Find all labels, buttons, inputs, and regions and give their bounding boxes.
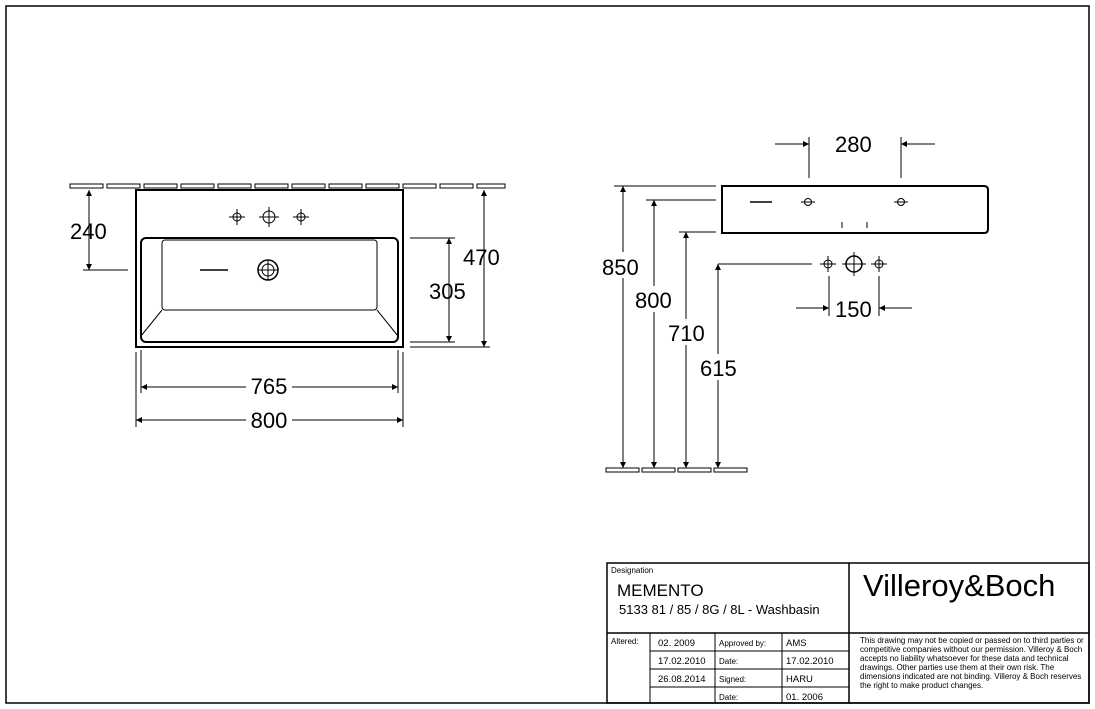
date-label: Date: [719, 657, 739, 666]
altered-date-3: 26.08.2014 [658, 674, 706, 685]
dim-615-label: 615 [700, 356, 737, 381]
waste-hole-left-icon [820, 256, 836, 272]
dim-150-label: 150 [835, 297, 872, 322]
signed-value: HARU [786, 674, 813, 685]
date-value-2: 01. 2006 [786, 692, 823, 703]
waste-hole-center-icon [842, 252, 866, 276]
side-view [605, 137, 989, 473]
tap-hole-center-icon [259, 207, 279, 227]
dim-710-label: 710 [668, 321, 705, 346]
product-description: 5133 81 / 85 / 8G / 8L - Washbasin [619, 602, 820, 617]
floor-line [605, 467, 748, 473]
basin-outline [135, 189, 404, 348]
wall-line [69, 183, 506, 189]
drain-icon [257, 259, 279, 281]
brand-logo: Villeroy&Boch [863, 568, 1056, 603]
dim-305-label: 305 [429, 279, 466, 304]
approved-by-value: AMS [786, 638, 807, 649]
disclaimer-text: This drawing may not be copied or passed… [860, 636, 1084, 690]
dim-280-label: 280 [835, 132, 872, 157]
waste-hole-right-icon [871, 256, 887, 272]
product-name: MEMENTO [617, 581, 704, 600]
date-label-2: Date: [719, 693, 739, 702]
date-value: 17.02.2010 [786, 656, 834, 667]
dim-240-label: 240 [70, 219, 107, 244]
dim-800-label: 800 [251, 408, 288, 433]
altered-date-2: 17.02.2010 [658, 656, 706, 667]
dim-850-label: 850 [602, 255, 639, 280]
drawing-frame [5, 5, 1090, 704]
front-view [69, 183, 506, 427]
tap-hole-right-icon [894, 198, 908, 206]
dim-470-label: 470 [463, 245, 500, 270]
altered-date-1: 02. 2009 [658, 638, 695, 649]
tap-hole-left-icon [229, 209, 245, 225]
basin-top-outline [721, 185, 989, 234]
title-block [606, 562, 1090, 704]
dim-765-label: 765 [251, 374, 288, 399]
tap-hole-right-icon [293, 209, 309, 225]
dim-800-label: 800 [635, 288, 672, 313]
tap-hole-left-icon [801, 198, 815, 206]
bowl-inner [161, 239, 378, 311]
signed-label: Signed: [719, 675, 747, 684]
designation-label: Designation [611, 566, 654, 575]
approved-by-label: Approved by: [719, 639, 767, 648]
bowl-outer [140, 237, 399, 343]
altered-label: Altered: [611, 637, 639, 646]
